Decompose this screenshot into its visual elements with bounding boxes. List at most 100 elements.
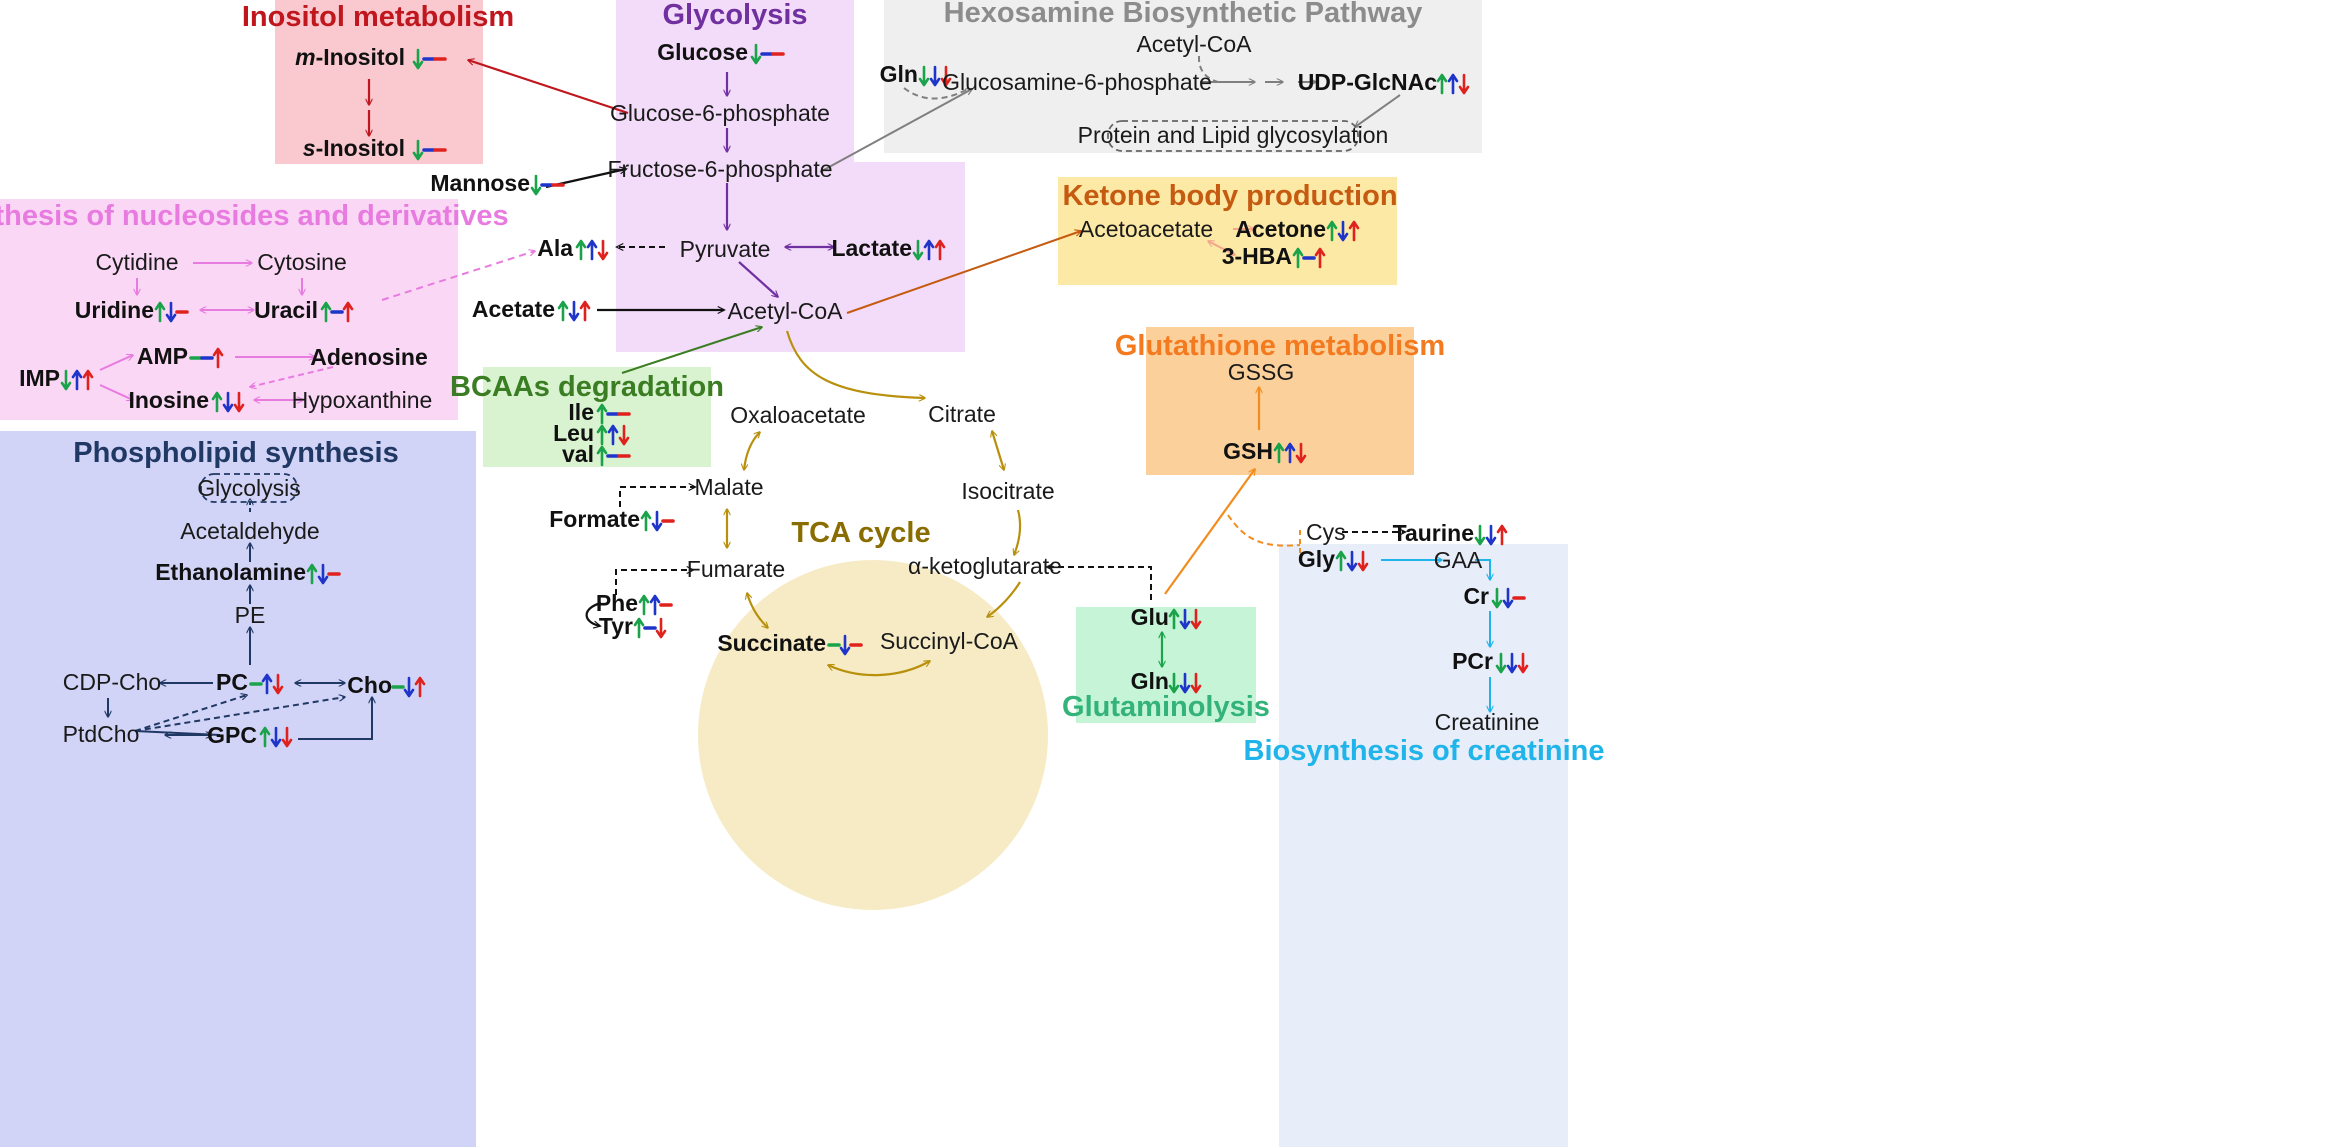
hexosamine-title: Hexosamine Biosynthetic Pathway [944, 0, 1423, 29]
acetone-down-blue-indicator-1 [1337, 220, 1349, 242]
mannose-indicators [530, 174, 565, 196]
cr-down-green-indicator-0 [1491, 587, 1503, 609]
gln_hbp-down-red-indicator-2 [940, 65, 952, 87]
acetate-up-green-indicator-0 [557, 300, 569, 322]
s_inositol-down-green-indicator-0 [412, 139, 424, 161]
acetate-down-blue-indicator-1 [568, 300, 580, 322]
inosine-label: Inosine [128, 387, 209, 413]
amp-up-red-indicator-2 [212, 347, 224, 369]
taurine-indicators [1474, 524, 1508, 546]
imp-indicators [60, 369, 94, 391]
bcaa-box [483, 367, 711, 467]
glu-down-blue-indicator-1 [1179, 608, 1191, 630]
leu-down-red-indicator-2 [618, 424, 630, 446]
ile-label: Ile [568, 399, 594, 425]
inositol-box [275, 0, 483, 164]
mannose-down-green-indicator-0 [530, 174, 542, 196]
ketone-title: Ketone body production [1062, 180, 1397, 212]
s-inositol-label: s-Inositol [303, 135, 405, 161]
formate-up-green-indicator-0 [640, 510, 652, 532]
acetoacetate-label: Acetoacetate [1079, 216, 1213, 242]
gln-down-blue-indicator-1 [1179, 672, 1191, 694]
glucose-6-phosphate-label: Glucose-6-phosphate [610, 100, 830, 126]
pc-down-red-indicator-2 [272, 673, 284, 695]
gsh-label: GSH [1223, 438, 1273, 464]
cr-label: Cr [1463, 583, 1489, 609]
taurine-up-red-indicator-2 [1496, 524, 1508, 546]
pcr-label: PCr [1452, 648, 1493, 674]
udp_glcnac-up-blue-indicator-1 [1447, 73, 1459, 95]
gaa-label: GAA [1434, 547, 1483, 573]
formate-indicators [640, 510, 675, 532]
glycolysis-title: Glycolysis [662, 0, 807, 31]
acetate-indicators [557, 300, 591, 322]
m_inositol-down-green-indicator-0 [412, 48, 424, 70]
succinyl-coa-label: Succinyl-CoA [880, 628, 1019, 654]
leu-label: Leu [553, 420, 594, 446]
cr-down-blue-indicator-1 [1502, 587, 1514, 609]
glycolysis-node-label: Glycolysis [197, 475, 301, 501]
imp-up-red-indicator-2 [82, 369, 94, 391]
phe-indicators [638, 594, 673, 616]
glutathione-title: Glutathione metabolism [1115, 330, 1445, 362]
edges [99, 55, 1490, 740]
inosine-down-red-indicator-2 [233, 391, 245, 413]
hbp-acetyl-coa-label: Acetyl-CoA [1136, 31, 1252, 57]
gpc-label: GPC [207, 722, 257, 748]
ala-indicators [575, 239, 609, 261]
lactate-up-blue-indicator-1 [923, 239, 935, 261]
gln-down-green-indicator-0 [1168, 672, 1180, 694]
val-label: val [562, 441, 594, 467]
gsh-down-red-indicator-2 [1295, 442, 1307, 464]
imp-up-blue-indicator-1 [71, 369, 83, 391]
gly-indicators [1335, 550, 1369, 572]
pcr-down-green-indicator-0 [1495, 652, 1507, 674]
ile-up-green-indicator-0 [596, 403, 608, 425]
glucose-down-green-indicator-0 [750, 43, 762, 65]
lactate-down-green-indicator-0 [912, 239, 924, 261]
ethanolamine-label: Ethanolamine [155, 559, 306, 585]
glycolysis-box-lower [616, 162, 965, 352]
alpha-ketoglutarate-label: α-ketoglutarate [908, 553, 1062, 579]
pe-label: PE [235, 602, 266, 628]
acetate-up-red-indicator-2 [579, 300, 591, 322]
fructose-6-phosphate-label: Fructose-6-phosphate [607, 156, 832, 182]
inosine-down-blue-indicator-1 [222, 391, 234, 413]
phe-up-blue-indicator-1 [649, 594, 661, 616]
formate-down-blue-indicator-1 [651, 510, 663, 532]
gly-up-green-indicator-0 [1335, 550, 1347, 572]
phe-up-green-indicator-0 [638, 594, 650, 616]
leu-up-green-indicator-0 [596, 424, 608, 446]
creatinine-node-label: Creatinine [1435, 709, 1540, 735]
acetone-label: Acetone [1235, 216, 1326, 242]
glu-indicators [1168, 608, 1202, 630]
acetone-up-green-indicator-0 [1326, 220, 1338, 242]
gpc-indicators [259, 726, 293, 748]
cho-label: Cho [347, 672, 392, 698]
bcaa-title: BCAAs degradation [450, 371, 724, 403]
formate-label: Formate [549, 506, 640, 532]
uracil-indicators [320, 301, 354, 323]
nucleosides-title: Synthesis of nucleosides and derivatives [0, 200, 509, 232]
acetaldehyde-label: Acetaldehyde [180, 518, 319, 544]
phospholipid-box [0, 431, 476, 1147]
leu-indicators [596, 424, 630, 446]
val-indicators [596, 445, 631, 467]
gln-indicators [1168, 672, 1202, 694]
tyr-down-red-indicator-2 [655, 617, 667, 639]
glutaminolysis-title: Glutaminolysis [1062, 691, 1270, 723]
s-inositol-indicators [412, 139, 447, 161]
phospholipid-title: Phospholipid synthesis [73, 437, 399, 469]
gln_hbp-down-green-indicator-0 [918, 65, 930, 87]
ala-up-green-indicator-0 [575, 239, 587, 261]
gpc-down-blue-indicator-1 [270, 726, 282, 748]
gln-hbp-label: Gln [880, 61, 918, 87]
udp-glcnac-label: UDP-GlcNAc [1298, 69, 1438, 95]
uridine-indicators [154, 301, 189, 323]
gln-down-red-indicator-2 [1190, 672, 1202, 694]
ethanolamine-down-blue-indicator-1 [317, 563, 329, 585]
gsh-up-green-indicator-0 [1273, 442, 1285, 464]
cys-label: Cys [1306, 519, 1346, 545]
pc-label: PC [216, 669, 248, 695]
lactate-label: Lactate [831, 235, 912, 261]
